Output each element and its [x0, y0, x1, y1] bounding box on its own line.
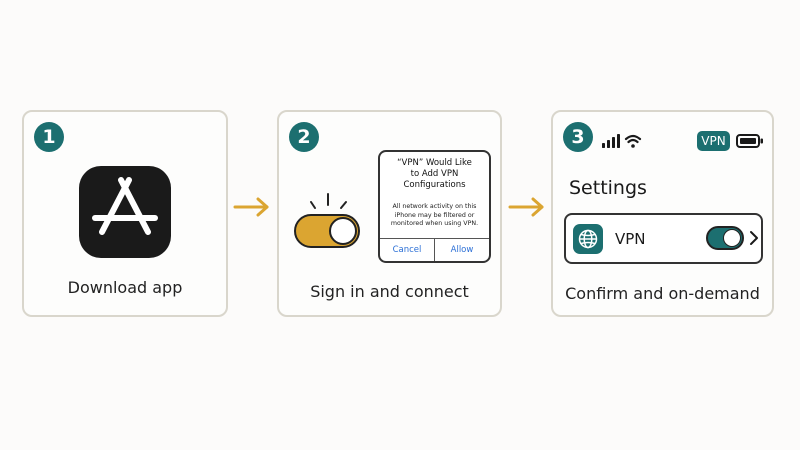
- step-label: Confirm and on-demand: [565, 284, 760, 303]
- vpn-row-label: VPN: [615, 230, 646, 248]
- spark-lines-icon: [309, 192, 349, 216]
- step-card-confirm: 3 VPN Settings: [551, 110, 774, 317]
- allow-button[interactable]: Allow: [434, 239, 489, 261]
- cellular-signal-icon: [602, 134, 620, 148]
- step-number-badge: 2: [289, 122, 319, 152]
- status-bar-left: [601, 133, 645, 153]
- step-number-badge: 3: [563, 122, 593, 152]
- toggle-knob: [723, 229, 741, 247]
- vpn-toggle[interactable]: [706, 226, 744, 250]
- arrow-right-icon: [508, 197, 546, 221]
- globe-icon: [573, 224, 603, 254]
- dialog-title: “VPN” Would Like to Add VPN Configuratio…: [397, 158, 472, 190]
- arrow-right-icon: [233, 197, 271, 221]
- chevron-right-icon[interactable]: [749, 230, 759, 250]
- cancel-button[interactable]: Cancel: [392, 245, 422, 255]
- vpn-settings-row[interactable]: VPN: [564, 213, 763, 264]
- dialog-buttons: Cancel Allow: [380, 238, 489, 261]
- vpn-status-badge: VPN: [697, 131, 730, 151]
- dialog-message: All network activity on this iPhone may …: [390, 203, 479, 227]
- settings-title: Settings: [569, 177, 647, 199]
- step-card-download: 1 Download app: [22, 110, 228, 317]
- connect-toggle[interactable]: [294, 214, 360, 248]
- toggle-knob: [329, 217, 357, 245]
- step-label: Download app: [67, 278, 183, 297]
- wifi-icon: [624, 134, 642, 144]
- step-card-sign-in: 2 “VPN” Would Like to Add VPN Configurat…: [277, 110, 502, 317]
- battery-icon: [736, 133, 764, 152]
- step-number-badge: 1: [34, 122, 64, 152]
- app-store-icon: [79, 166, 171, 258]
- step-label: Sign in and connect: [310, 282, 469, 301]
- vpn-permission-dialog: “VPN” Would Like to Add VPN Configuratio…: [378, 150, 491, 263]
